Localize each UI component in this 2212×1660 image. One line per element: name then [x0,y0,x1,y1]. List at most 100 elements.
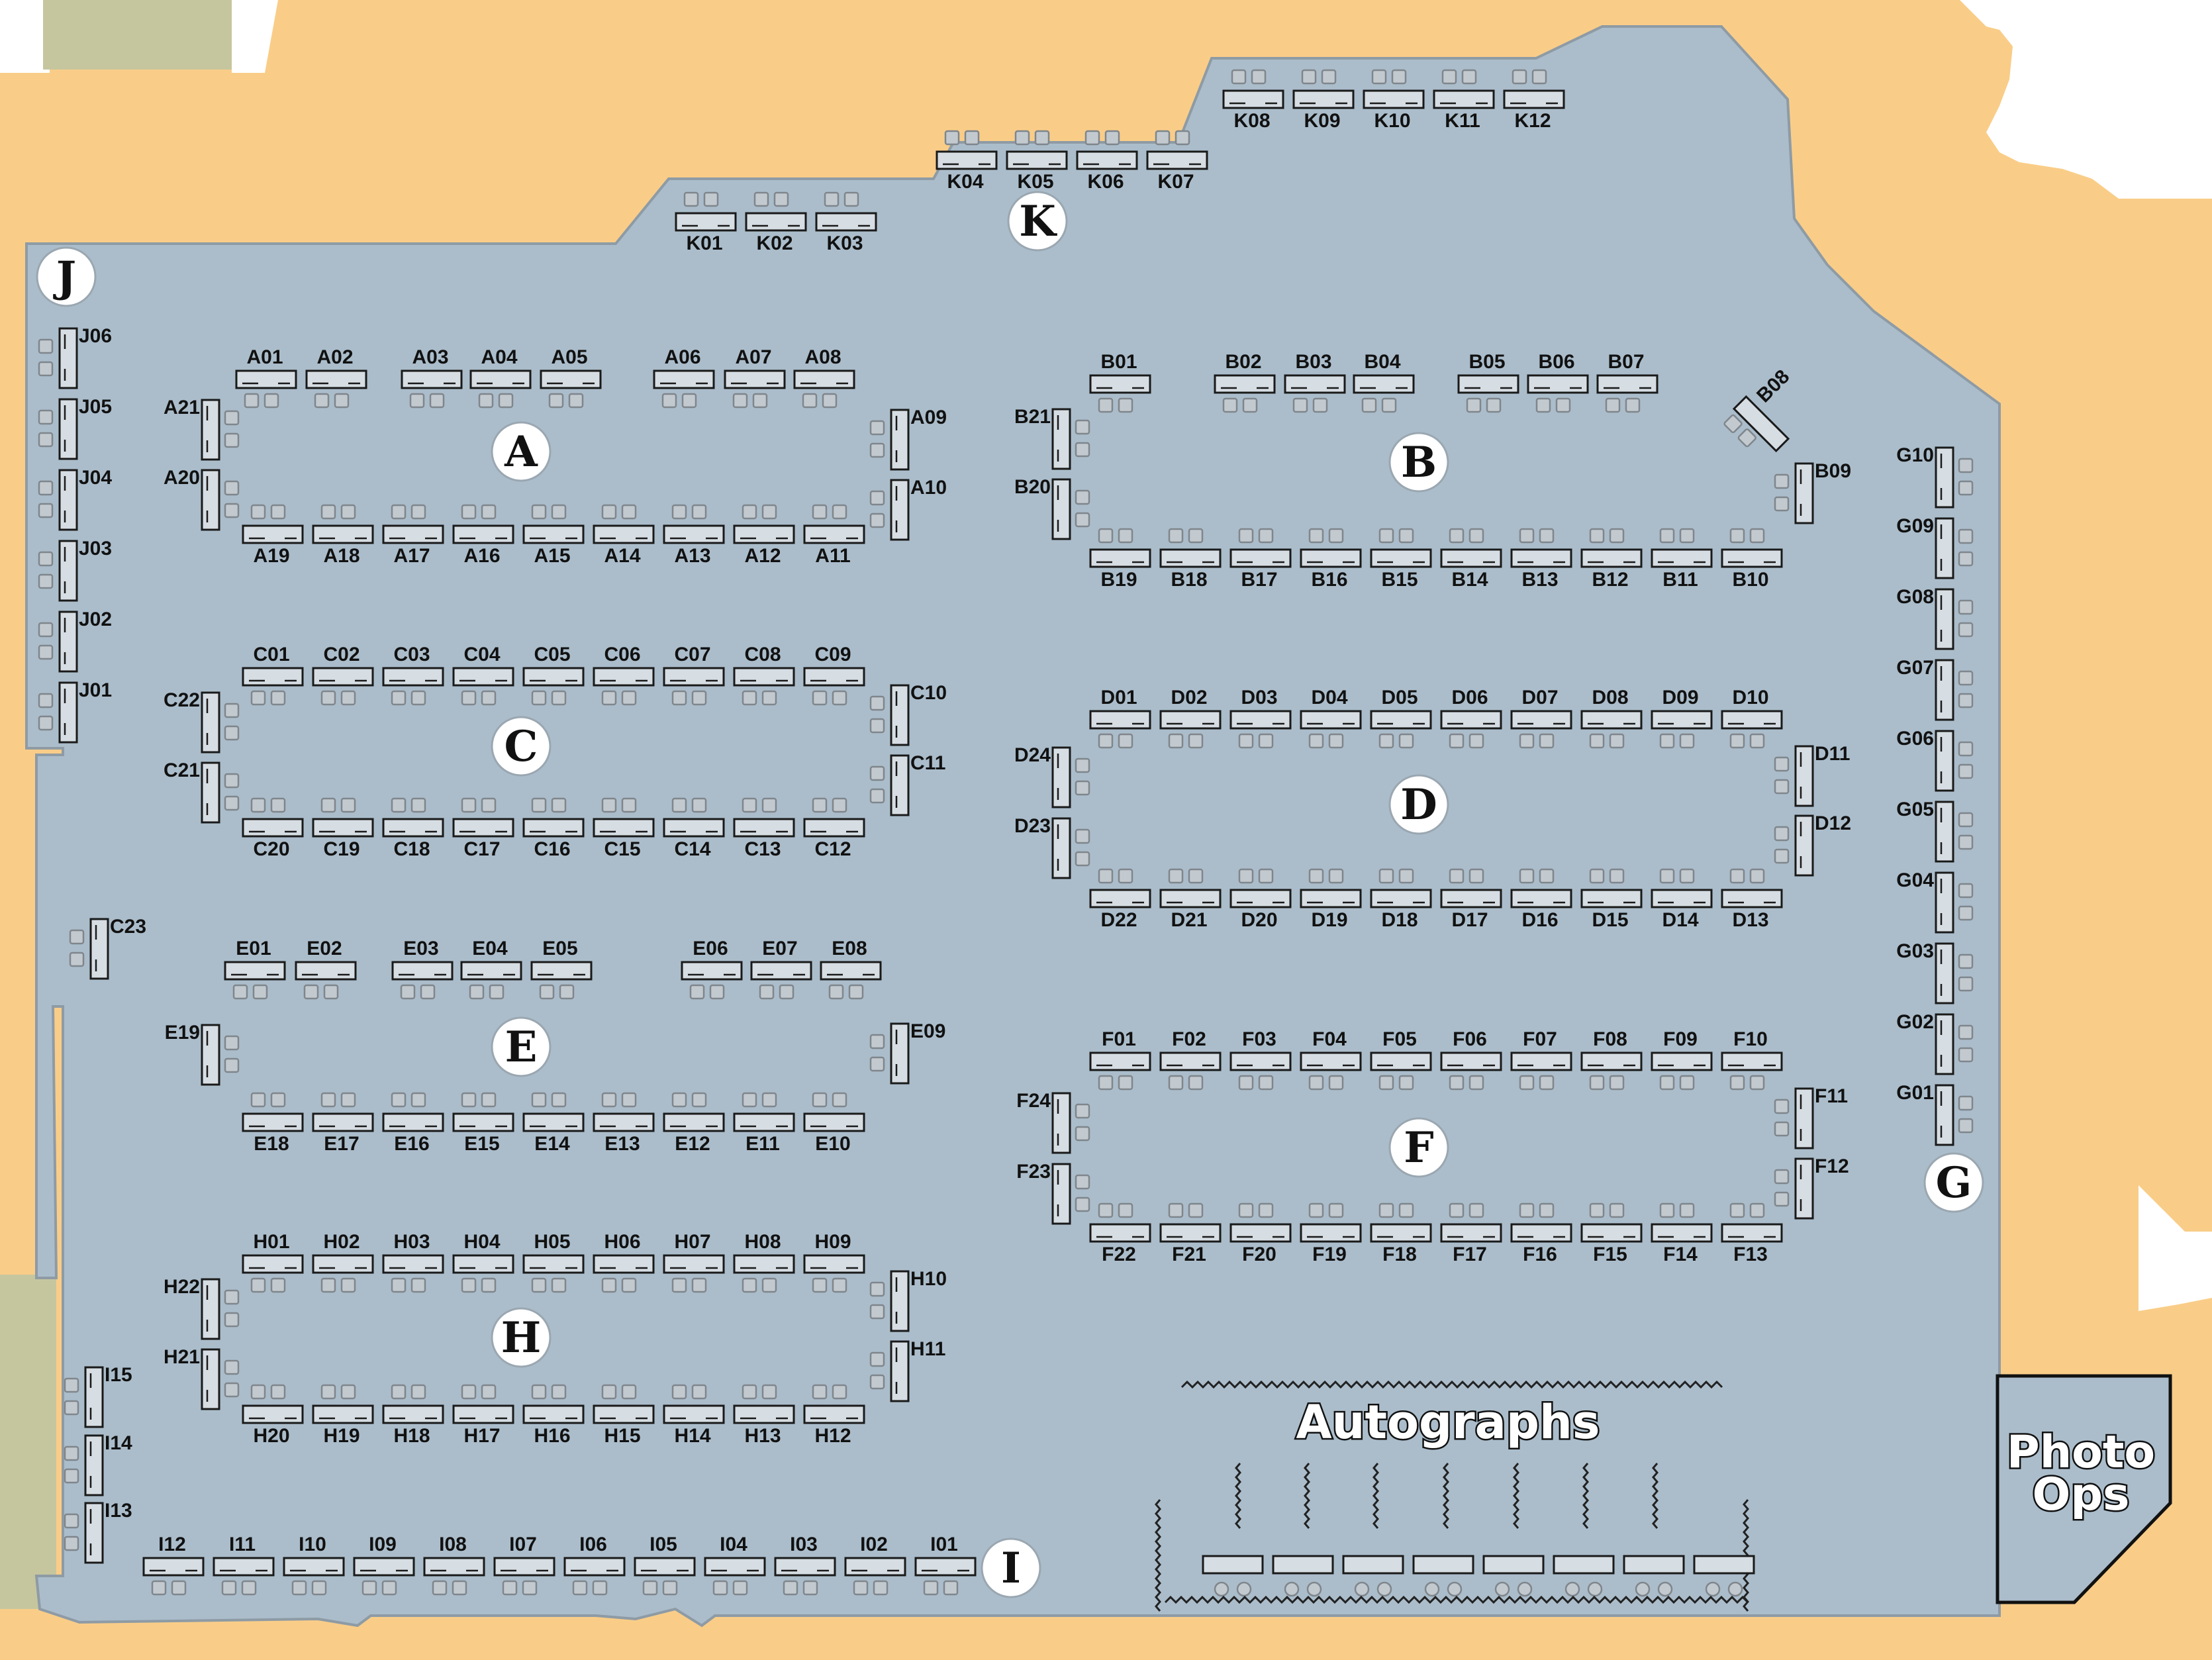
booth-B16[interactable] [1300,528,1362,568]
booth-table[interactable] [1089,1051,1151,1071]
booth-D06[interactable] [1440,710,1502,749]
booth-table[interactable] [201,1278,220,1340]
booth-C12[interactable] [803,797,865,838]
booth-table[interactable] [1222,89,1284,109]
booth-table[interactable] [1457,374,1519,394]
booth-C01[interactable] [242,667,304,706]
booth-table[interactable] [201,761,220,824]
booth-I09[interactable] [353,1557,415,1596]
booth-table[interactable] [1214,374,1276,394]
booth-table[interactable] [1300,889,1362,908]
booth-I15[interactable] [64,1366,104,1428]
booth-table[interactable] [1051,1092,1071,1154]
booth-K11[interactable] [1433,69,1495,109]
booth-table[interactable] [530,961,593,981]
booth-C23[interactable] [69,918,109,980]
booth-C05[interactable] [522,667,585,706]
booth-F23[interactable] [1051,1163,1090,1225]
booth-B18[interactable] [1159,528,1222,568]
booth-table[interactable] [452,1254,514,1274]
booth-table[interactable] [663,667,725,687]
booth-C09[interactable] [803,667,865,706]
booth-C22[interactable] [201,691,240,754]
booth-D11[interactable] [1774,745,1814,807]
booth-A09[interactable] [869,409,910,471]
booth-B10[interactable] [1721,528,1783,568]
booth-table[interactable] [1721,889,1783,908]
booth-F13[interactable] [1721,1202,1783,1243]
booth-I01[interactable] [914,1557,977,1596]
booth-F19[interactable] [1300,1202,1362,1243]
booth-I04[interactable] [704,1557,766,1596]
booth-table[interactable] [58,327,78,389]
booth-C06[interactable] [593,667,655,706]
booth-table[interactable] [1159,1223,1222,1243]
booth-A07[interactable] [724,369,786,409]
booth-H07[interactable] [663,1254,725,1293]
booth-table[interactable] [820,961,882,981]
booth-table[interactable] [1721,1223,1783,1243]
booth-I12[interactable] [142,1557,205,1596]
booth-G09[interactable] [1935,517,1974,579]
booth-table[interactable] [452,818,514,838]
autograph-table[interactable] [1272,1555,1334,1575]
booth-H15[interactable] [593,1384,655,1424]
booth-table[interactable] [844,1557,906,1577]
booth-table[interactable] [1510,1051,1572,1071]
booth-table[interactable] [1794,1157,1814,1220]
booth-table[interactable] [312,1112,374,1132]
booth-table[interactable] [201,399,220,461]
booth-table[interactable] [675,212,737,232]
booth-I13[interactable] [64,1502,104,1564]
booth-D13[interactable] [1721,868,1783,908]
booth-table[interactable] [58,540,78,602]
booth-table[interactable] [803,1112,865,1132]
booth-table[interactable] [663,1254,725,1274]
booth-A12[interactable] [733,504,795,544]
booth-table[interactable] [1440,548,1502,568]
booth-table[interactable] [1051,817,1071,879]
booth-B12[interactable] [1580,528,1643,568]
booth-table[interactable] [1651,710,1713,730]
booth-C19[interactable] [312,797,374,838]
booth-table[interactable] [733,667,795,687]
booth-table[interactable] [1651,548,1713,568]
booth-table[interactable] [1935,801,1954,863]
booth-table[interactable] [469,369,532,389]
booth-G03[interactable] [1935,942,1974,1004]
booth-table[interactable] [1370,710,1432,730]
booth-table[interactable] [890,684,910,746]
booth-table[interactable] [1651,1051,1713,1071]
booth-table[interactable] [1363,89,1425,109]
booth-table[interactable] [1229,710,1292,730]
booth-table[interactable] [593,667,655,687]
booth-table[interactable] [1440,710,1502,730]
booth-table[interactable] [704,1557,766,1577]
booth-table[interactable] [460,961,522,981]
booth-table[interactable] [84,1502,104,1564]
booth-J06[interactable] [38,327,78,389]
autograph-table[interactable] [1202,1555,1264,1575]
booth-K07[interactable] [1146,130,1208,170]
booth-B21[interactable] [1051,408,1090,470]
booth-table[interactable] [724,369,786,389]
booth-D04[interactable] [1300,710,1362,749]
booth-E16[interactable] [382,1092,444,1132]
booth-F24[interactable] [1051,1092,1090,1154]
booth-K03[interactable] [815,191,877,232]
booth-table[interactable] [242,667,304,687]
booth-table[interactable] [681,961,743,981]
booth-K09[interactable] [1292,69,1355,109]
booth-I08[interactable] [423,1557,485,1596]
booth-D10[interactable] [1721,710,1783,749]
booth-table[interactable] [201,469,220,531]
booth-H04[interactable] [452,1254,514,1293]
booth-table[interactable] [733,1404,795,1424]
booth-table[interactable] [1935,730,1954,792]
booth-B06[interactable] [1527,374,1589,413]
booth-table[interactable] [1794,814,1814,877]
booth-table[interactable] [235,369,297,389]
booth-D18[interactable] [1370,868,1432,908]
booth-A03[interactable] [401,369,463,409]
booth-table[interactable] [890,1270,910,1332]
